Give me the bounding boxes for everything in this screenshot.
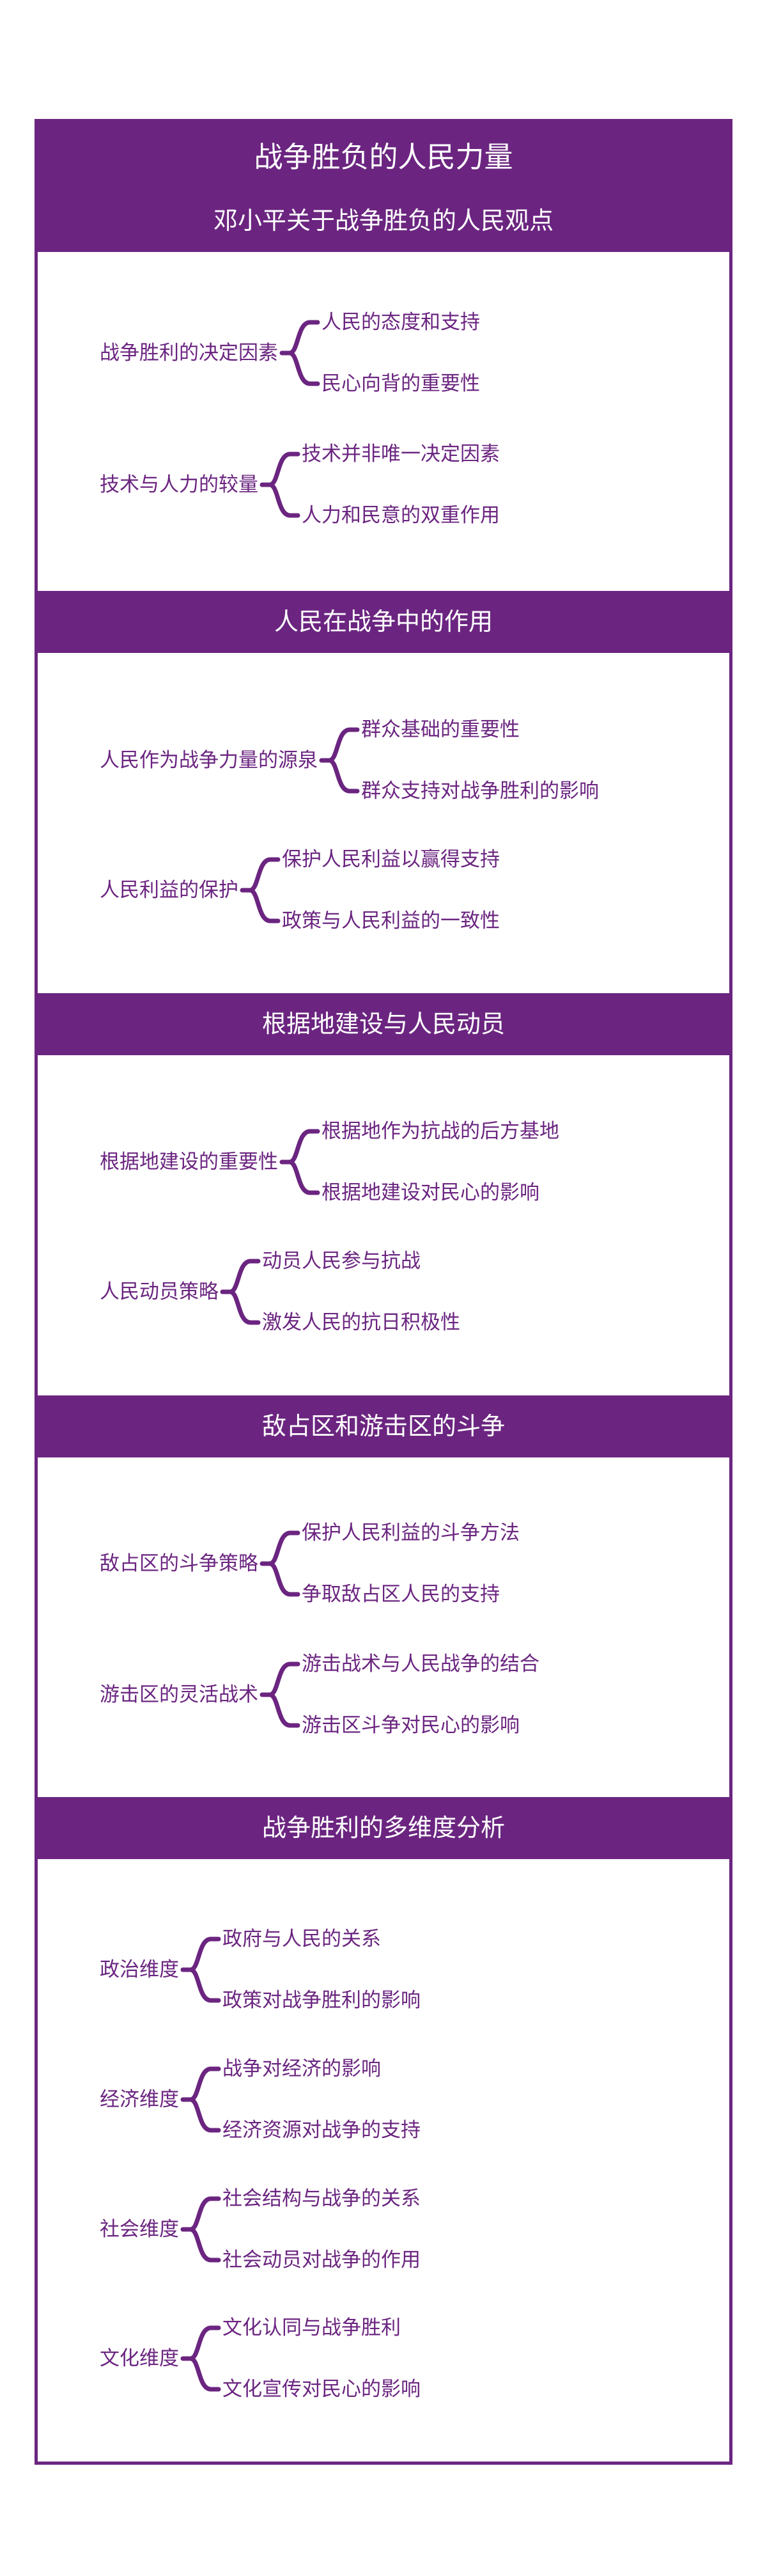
leaf-label: 群众基础的重要性 <box>361 718 520 741</box>
section-heading: 人民在战争中的作用 <box>38 591 729 653</box>
leaf-label: 经济资源对战争的支持 <box>222 2119 421 2142</box>
branch-connector <box>180 2196 221 2263</box>
leaf-label: 社会动员对战争的作用 <box>222 2249 421 2272</box>
leaf-label: 群众支持对战争胜利的影响 <box>361 780 599 803</box>
branch-label: 敌占区的斗争策略 <box>100 1552 258 1575</box>
branch-connector <box>220 1259 261 1325</box>
section-heading: 邓小平关于战争胜负的人民观点 <box>38 190 729 252</box>
title-bar <box>38 122 729 192</box>
leaf-label: 文化认同与战争胜利 <box>222 2316 401 2339</box>
branch-label: 技术与人力的较量 <box>100 473 258 496</box>
leaf-label: 政府与人民的关系 <box>222 1928 381 1951</box>
leaf-label: 保护人民利益的斗争方法 <box>302 1521 520 1544</box>
branch-connector <box>319 727 360 794</box>
leaf-label: 人力和民意的双重作用 <box>302 504 500 527</box>
branch-connector <box>180 1936 221 2003</box>
leaf-label: 技术并非唯一决定因素 <box>302 443 500 466</box>
leaf-label: 保护人民利益以赢得支持 <box>282 848 500 871</box>
leaf-label: 社会结构与战争的关系 <box>222 2187 421 2210</box>
section-heading: 根据地建设与人民动员 <box>38 993 729 1055</box>
branch-connector <box>260 452 300 518</box>
branch-label: 人民利益的保护 <box>100 879 238 902</box>
leaf-label: 民心向背的重要性 <box>322 372 480 395</box>
branch-connector <box>180 2066 221 2133</box>
branch-connector <box>279 320 320 386</box>
leaf-label: 游击战术与人民战争的结合 <box>302 1653 539 1676</box>
main-title: 战争胜负的人民力量 <box>254 140 513 174</box>
branch-label: 文化维度 <box>100 2347 179 2370</box>
branch-label: 人民动员策略 <box>100 1280 219 1303</box>
leaf-label: 战争对经济的影响 <box>222 2057 381 2080</box>
branch-connector <box>180 2325 221 2392</box>
branch-label: 社会维度 <box>100 2218 179 2241</box>
branch-connector <box>240 857 281 923</box>
branch-label: 政治维度 <box>100 1958 179 1981</box>
branch-label: 战争胜利的决定因素 <box>100 342 278 365</box>
leaf-label: 动员人民参与抗战 <box>262 1250 421 1273</box>
leaf-label: 文化宣传对民心的影响 <box>222 2378 421 2401</box>
branch-label: 经济维度 <box>100 2088 179 2111</box>
branch-label: 游击区的灵活战术 <box>100 1683 258 1706</box>
leaf-label: 根据地建设对民心的影响 <box>322 1181 539 1204</box>
leaf-label: 政策对战争胜利的影响 <box>222 1989 421 2012</box>
branch-label: 根据地建设的重要性 <box>100 1151 278 1174</box>
leaf-label: 政策与人民利益的一致性 <box>282 909 500 932</box>
leaf-label: 争取敌占区人民的支持 <box>302 1583 500 1606</box>
mindmap-frame: 战争胜负的人民力量 邓小平关于战争胜负的人民观点战争胜利的决定因素 人民的态度和支… <box>35 119 732 2465</box>
section-heading: 敌占区和游击区的斗争 <box>38 1395 729 1457</box>
leaf-label: 根据地作为抗战的后方基地 <box>322 1120 559 1143</box>
leaf-label: 游击区斗争对民心的影响 <box>302 1714 520 1737</box>
branch-connector <box>279 1129 320 1195</box>
branch-label: 人民作为战争力量的源泉 <box>100 749 318 772</box>
branch-connector <box>260 1530 300 1597</box>
branch-connector <box>260 1661 300 1728</box>
leaf-label: 人民的态度和支持 <box>322 311 480 334</box>
section-heading: 战争胜利的多维度分析 <box>38 1797 729 1859</box>
leaf-label: 激发人民的抗日积极性 <box>262 1311 460 1334</box>
